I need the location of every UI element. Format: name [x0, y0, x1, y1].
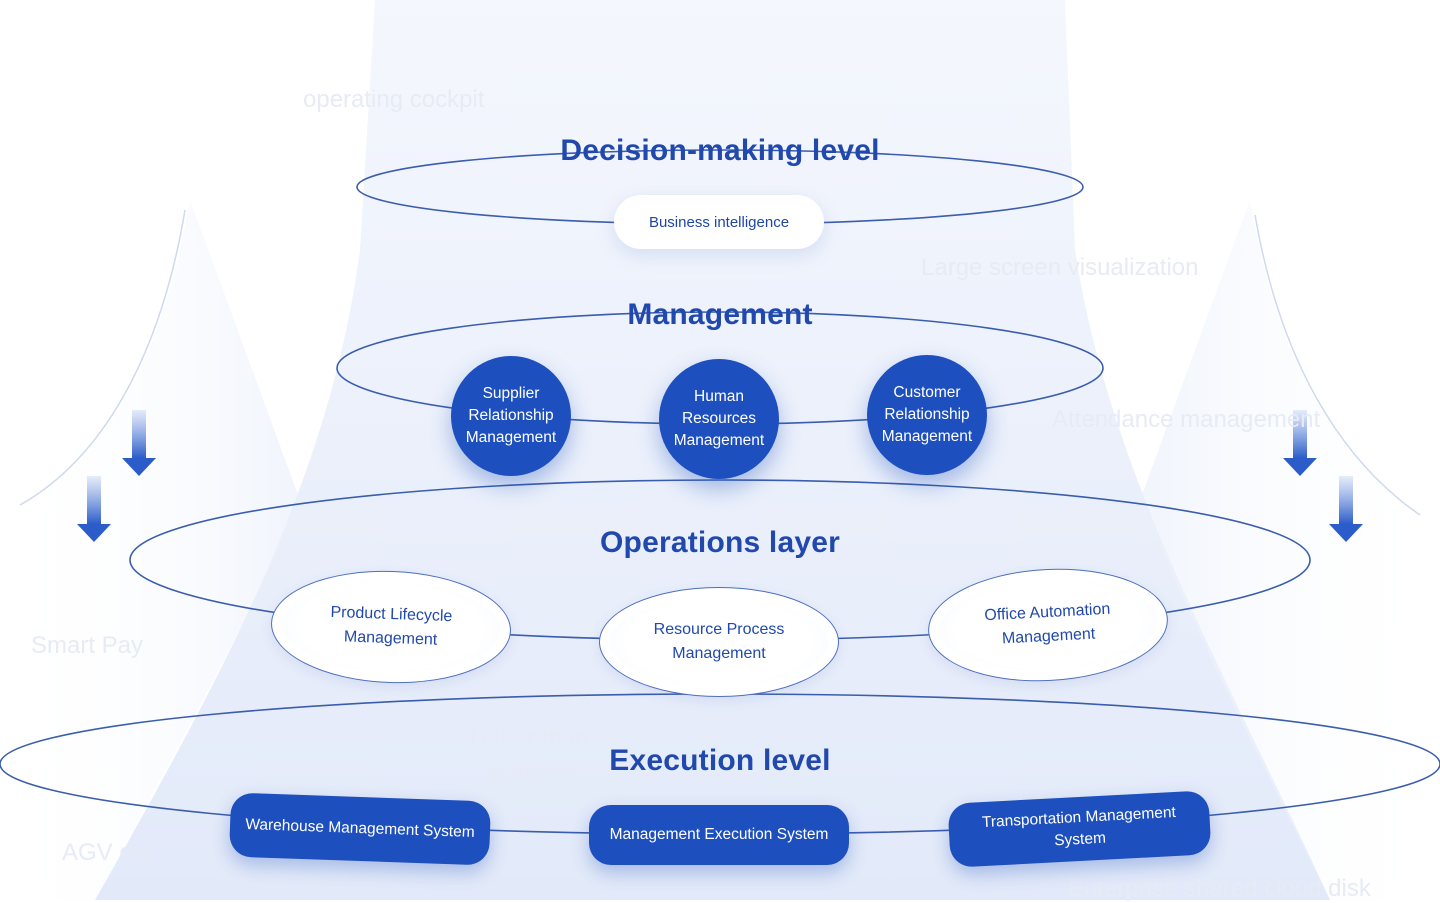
warehouse-management-system-node[interactable]: Warehouse Management System — [228, 792, 492, 866]
right-curve — [1254, 214, 1421, 516]
business-intelligence-node[interactable]: Business intelligence — [614, 195, 824, 249]
execution-level-title: Execution level — [609, 744, 831, 777]
down-arrow-icon — [1283, 410, 1317, 476]
ghost-label-smart-pay: Smart Pay — [31, 632, 144, 659]
human-resources-management-node[interactable]: Human Resources Management — [659, 359, 779, 479]
down-arrow-icon — [122, 410, 156, 476]
ghost-label-cloud-disk: Enterprise shared cloud disk — [1068, 875, 1371, 902]
down-arrow-icon — [1329, 476, 1363, 542]
management-execution-system-node[interactable]: Management Execution System — [589, 805, 849, 865]
ghost-label-agv-car: AGV car — [62, 839, 153, 866]
operations-level-title: Operations layer — [600, 526, 840, 559]
down-arrow-icon — [77, 476, 111, 542]
supplier-relationship-management-node[interactable]: Supplier Relationship Management — [451, 356, 571, 476]
management-level-title: Management — [627, 298, 813, 331]
left-haze — [0, 200, 300, 900]
ghost-label-operating-cockpit: operating cockpit — [303, 86, 485, 113]
customer-relationship-management-node[interactable]: Customer Relationship Management — [867, 355, 987, 475]
ghost-label-large-screen: Large screen visualization — [921, 254, 1199, 281]
decision-level-title: Decision-making level — [560, 134, 880, 167]
ghost-label-data-report: Data report platform — [469, 724, 591, 787]
transportation-management-system-node[interactable]: Transportation Management System — [947, 790, 1212, 868]
ghost-label-attendance: Attendance management — [1052, 406, 1321, 433]
right-haze — [1140, 200, 1440, 900]
resource-process-management-node[interactable]: Resource Process Management — [599, 587, 839, 697]
left-curve — [19, 209, 186, 506]
